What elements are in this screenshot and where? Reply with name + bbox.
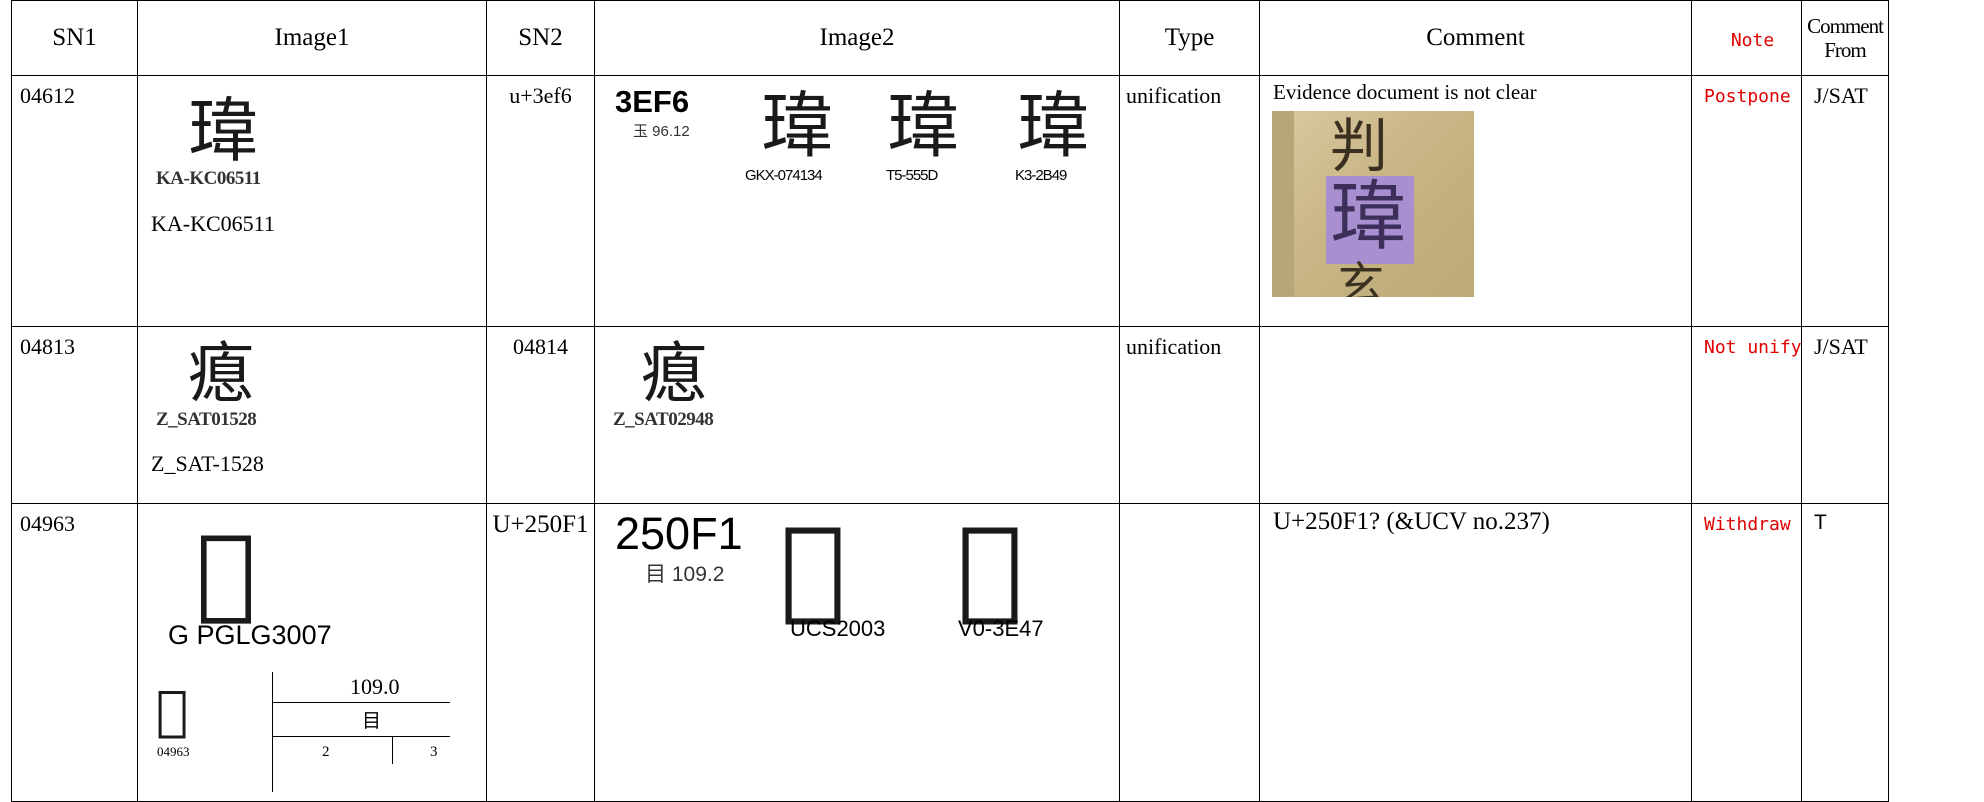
cell-image2: 3EF6 玉 96.12 瑋 GKX-074134 瑋 T5-555D 瑋 K3… — [594, 75, 1120, 327]
cell-comment-from: J/SAT — [1801, 326, 1889, 504]
radical-stroke-box: 109.0 目 2 3 — [270, 672, 450, 792]
header-comment-from-line2: From — [1824, 38, 1867, 62]
cell-image2: 瘜 Z_SAT02948 — [594, 326, 1120, 504]
header-comment-from-line1: Comment — [1807, 14, 1884, 38]
header-image2: Image2 — [594, 0, 1120, 76]
note-value: Withdraw — [1704, 514, 1791, 535]
image1-glyph: 瘜 — [188, 335, 254, 412]
image1-source-label: KA-KC06511 — [156, 168, 261, 189]
cell-note: Not unify — [1691, 326, 1802, 504]
comment-text: U+250F1? (&UCV no.237) — [1273, 508, 1550, 535]
review-table: SN1 Image1 SN2 Image2 Type Comment Note … — [11, 0, 1889, 802]
header-note: Note — [1691, 0, 1802, 76]
cell-comment-from: T — [1801, 503, 1889, 802]
table-row: 04963 𥃱 G PGLG3007 𥃱 04963 109.0 目 2 3 U… — [11, 503, 1889, 802]
cell-comment: U+250F1? (&UCV no.237) — [1259, 503, 1692, 802]
table-row: 04612 瑋 KA-KC06511 KA-KC06511 u+3ef6 3EF… — [11, 75, 1889, 327]
cell-image1: 𥃱 G PGLG3007 𥃱 04963 109.0 目 2 3 — [137, 503, 487, 802]
image2-label: Z_SAT02948 — [613, 409, 714, 430]
image2-variant-label: T5-555D — [886, 167, 938, 184]
image1-glyph: 𥃱 — [196, 513, 257, 630]
radical-char: 目 — [362, 710, 382, 732]
cell-comment-from: J/SAT — [1801, 75, 1889, 327]
sn1-value: 04813 — [20, 334, 75, 359]
header-sn1: SN1 — [11, 0, 138, 76]
cell-type: unification — [1119, 326, 1260, 504]
image2-radical: 目 109.2 — [645, 563, 725, 586]
image2-variant-glyph: 瑋 — [1017, 84, 1090, 168]
cell-type — [1119, 503, 1260, 802]
comment-text — [1261, 328, 1691, 501]
type-value: unification — [1126, 83, 1222, 108]
image1-source-label: Z_SAT01528 — [156, 409, 257, 430]
cell-sn1: 04813 — [11, 326, 138, 504]
image2-variant-label: K3-2B49 — [1015, 167, 1067, 184]
header-comment: Comment — [1259, 0, 1692, 76]
note-value: Postpone — [1704, 86, 1791, 107]
comment-from-value: J/SAT — [1814, 334, 1868, 359]
image2-variant-label: UCS2003 — [790, 616, 886, 641]
image2-variant-glyph: 𥃱 — [957, 503, 1024, 631]
image1-mini-glyph: 𥃱 — [156, 679, 189, 742]
cell-comment — [1259, 326, 1692, 504]
sn1-value: 04612 — [20, 83, 75, 108]
strokes-left: 2 — [322, 744, 330, 760]
cell-comment: Evidence document is not clear 判 瑋 玄 — [1259, 75, 1692, 327]
image2-variant-label: V0-3E47 — [958, 616, 1044, 641]
image1-glyph: 瑋 — [188, 90, 258, 172]
cell-image1: 瘜 Z_SAT01528 Z_SAT-1528 — [137, 326, 487, 504]
cell-sn1: 04963 — [11, 503, 138, 802]
image1-caption: KA-KC06511 — [151, 211, 275, 236]
strokes-right: 3 — [430, 744, 438, 760]
comment-from-value: T — [1814, 511, 1827, 534]
image1-source-label: G PGLG3007 — [168, 620, 332, 650]
evidence-image: 判 瑋 玄 — [1272, 111, 1474, 297]
cell-note: Postpone — [1691, 75, 1802, 327]
image2-variant-glyph: 𥃱 — [780, 503, 847, 631]
cell-sn2: 04814 — [486, 326, 595, 504]
table-header-row: SN1 Image1 SN2 Image2 Type Comment Note … — [11, 0, 1889, 76]
evidence-glyph-bottom: 玄 — [1338, 257, 1384, 297]
image2-variant-label: GKX-074134 — [745, 167, 823, 184]
image2-code: 250F1 — [615, 508, 743, 559]
image2-radical: 玉 96.12 — [633, 123, 690, 140]
cell-sn2: u+3ef6 — [486, 75, 595, 327]
header-comment-from: Comment From — [1801, 0, 1889, 76]
header-image1: Image1 — [137, 0, 487, 76]
header-type: Type — [1119, 0, 1260, 76]
cell-note: Withdraw — [1691, 503, 1802, 802]
cell-type: unification — [1119, 75, 1260, 327]
header-sn2: SN2 — [486, 0, 595, 76]
image1-mini-sn: 04963 — [157, 744, 190, 759]
image1-caption: Z_SAT-1528 — [151, 451, 264, 476]
image2-glyph: 瘜 — [641, 335, 707, 412]
radical-value: 109.0 — [350, 674, 400, 699]
sn1-value: 04963 — [20, 511, 75, 536]
type-value: unification — [1126, 334, 1222, 359]
cell-image2: 250F1 目 109.2 𥃱 UCS2003 𥃱 V0-3E47 — [594, 503, 1120, 802]
sn2-value: 04814 — [513, 334, 568, 359]
evidence-glyph-top: 判 — [1330, 112, 1389, 180]
cell-image1: 瑋 KA-KC06511 KA-KC06511 — [137, 75, 487, 327]
evidence-highlight — [1326, 176, 1414, 264]
sn2-value: u+3ef6 — [509, 83, 572, 108]
image2-variant-glyph: 瑋 — [887, 84, 960, 168]
evidence-glyph-highlighted: 瑋 — [1330, 172, 1406, 261]
type-value — [1121, 505, 1259, 801]
cell-sn2: U+250F1 — [486, 503, 595, 802]
comment-text: Evidence document is not clear — [1273, 80, 1537, 104]
note-value: Not unify — [1704, 337, 1802, 358]
cell-sn1: 04612 — [11, 75, 138, 327]
sn2-value: U+250F1 — [492, 511, 589, 538]
image2-code: 3EF6 — [615, 84, 690, 119]
comment-from-value: J/SAT — [1814, 83, 1868, 108]
image2-variant-glyph: 瑋 — [761, 84, 834, 168]
table-row: 04813 瘜 Z_SAT01528 Z_SAT-1528 04814 瘜 Z_… — [11, 326, 1889, 504]
